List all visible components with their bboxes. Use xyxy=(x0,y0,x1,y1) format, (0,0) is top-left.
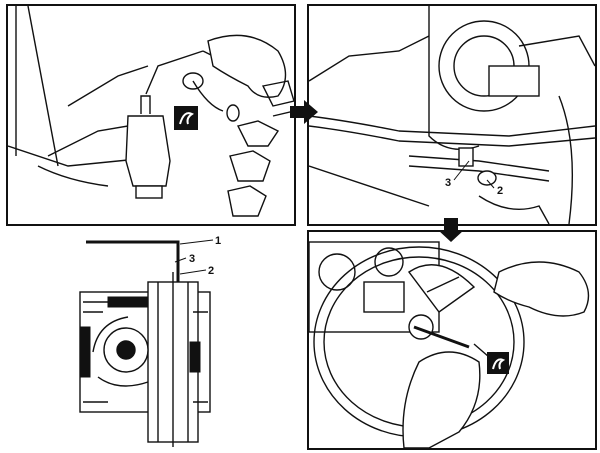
bleed-wrench-icon xyxy=(487,352,509,374)
callout-leaders xyxy=(174,239,214,275)
panel-pump-hose xyxy=(6,4,296,226)
callout-3: 3 xyxy=(445,177,451,189)
panel-steering-box: 1 3 2 xyxy=(6,230,296,450)
callout-3: 3 xyxy=(189,253,195,265)
hose-lines-illustration: 3 2 xyxy=(309,6,595,224)
steering-box-illustration: 1 3 2 xyxy=(79,235,221,447)
callout-2: 2 xyxy=(497,185,503,197)
bleed-wrench-icon xyxy=(174,106,198,130)
steering-wheel-illustration xyxy=(309,241,590,448)
arrow-down-icon xyxy=(438,218,464,242)
callout-1: 1 xyxy=(215,235,221,247)
panel-steering-wheel xyxy=(307,230,597,450)
pump-hose-illustration xyxy=(8,6,294,217)
arrow-right-icon xyxy=(290,100,318,124)
callout-leaders xyxy=(453,160,495,189)
panel-hose-lines: 3 2 xyxy=(307,4,597,226)
callout-2: 2 xyxy=(208,265,214,277)
